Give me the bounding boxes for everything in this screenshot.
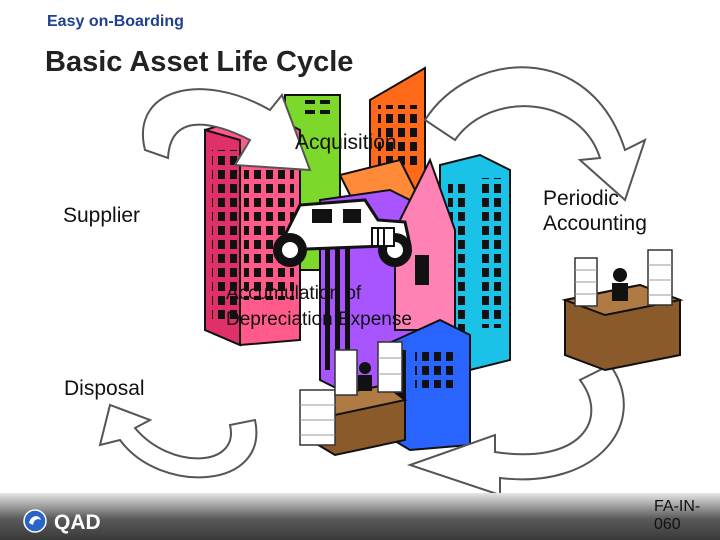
- qad-logo-text: QAD: [54, 511, 101, 534]
- footer-bar: [0, 493, 720, 540]
- supplier-label: Supplier: [63, 204, 141, 227]
- header-subtitle: Easy on-Boarding: [47, 13, 184, 30]
- disposal-label: Disposal: [64, 377, 145, 400]
- slide-id: FA-IN- 060: [654, 498, 701, 534]
- accumulation-label: Accumulation of Depreciation Expense: [226, 283, 412, 330]
- desk-with-paper-stacks-icon: [561, 249, 684, 372]
- desk-with-paper-stacks-icon: [299, 341, 408, 457]
- periodic-accounting-label: Periodic Accounting: [543, 187, 647, 236]
- acquisition-label: Acquisition: [295, 131, 397, 154]
- qad-logo: QAD: [22, 508, 122, 539]
- slide-title: Basic Asset Life Cycle: [45, 46, 354, 78]
- curved-cycle-arrow: [98, 66, 647, 495]
- lifecycle-illustration: [98, 66, 684, 495]
- vintage-car-icon: [273, 198, 412, 267]
